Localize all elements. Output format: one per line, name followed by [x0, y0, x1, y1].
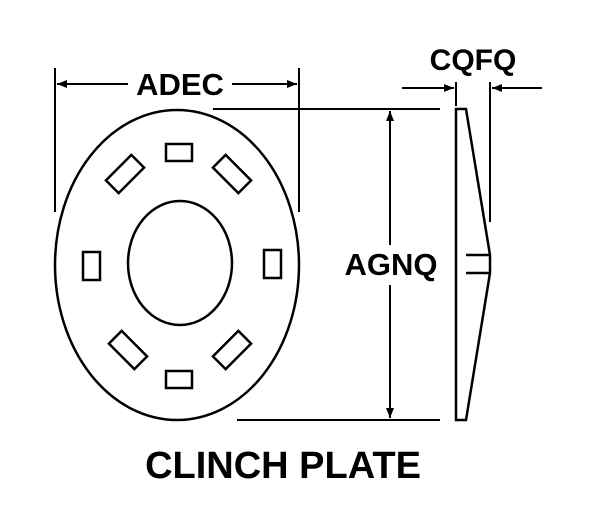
slot-lower-right	[211, 329, 253, 371]
plate-front-view	[53, 108, 301, 422]
slot-bottom	[164, 369, 194, 390]
thickness-dimension	[402, 82, 542, 222]
width-dimension	[54, 68, 300, 212]
plate-outer-edge	[53, 108, 301, 422]
slot-lower-left	[107, 329, 149, 371]
height-dimension-label: AGNQ	[345, 247, 438, 282]
plate-center-hole	[126, 199, 234, 327]
height-dimension	[213, 108, 440, 421]
width-dimension-label: ADEC	[136, 67, 224, 102]
slot-left	[81, 250, 102, 282]
thickness-dimension-label: CQFQ	[430, 44, 517, 77]
plate-side-view	[454, 107, 492, 422]
slot-upper-left	[104, 153, 146, 195]
slot-right	[262, 248, 283, 280]
slot-top	[164, 142, 194, 163]
side-view-outline	[454, 107, 492, 422]
slot-upper-right	[211, 153, 253, 195]
diagram-title: CLINCH PLATE	[145, 445, 421, 487]
